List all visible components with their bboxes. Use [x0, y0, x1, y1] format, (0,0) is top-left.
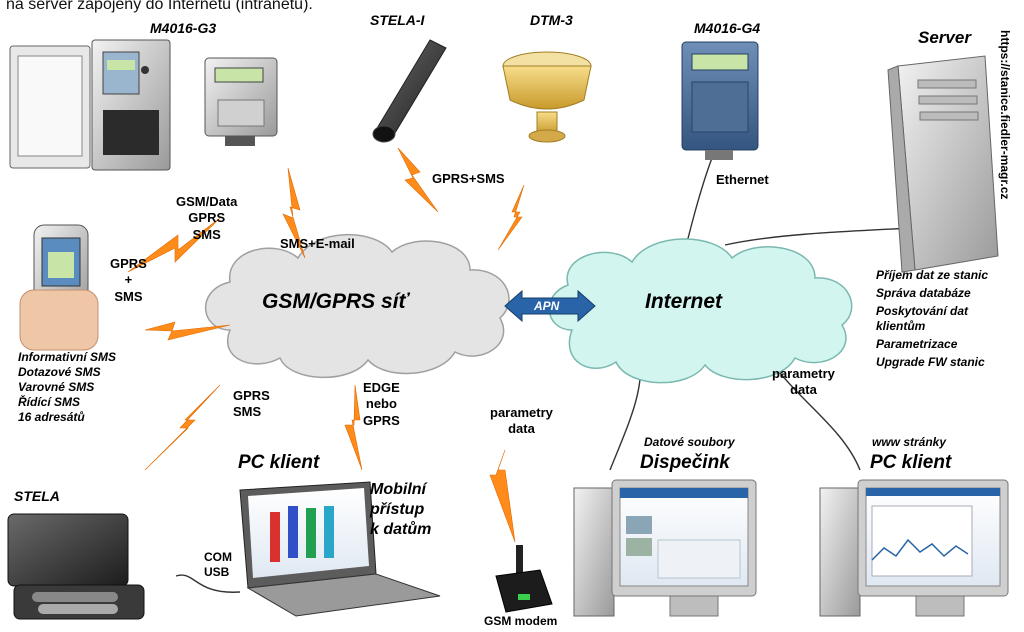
label-parametry-data-1: parametry data — [490, 405, 553, 437]
label-stela-i: STELA-I — [370, 12, 425, 28]
label-gsm-network: GSM/GPRS síť — [262, 290, 409, 313]
m4016-g3-cabinet-image — [9, 39, 171, 171]
label-data-files: Datové soubory — [644, 435, 735, 449]
dispatch-pc-image — [573, 479, 757, 617]
label-gprs-sms-link: GPRS+SMS — [432, 171, 505, 186]
bolt-phone — [144, 321, 231, 341]
label-pc-client-web: PC klient — [870, 452, 952, 473]
server-tower-image — [887, 55, 999, 273]
lightning-bolts — [127, 147, 525, 543]
label-dtm-3: DTM-3 — [530, 12, 573, 28]
m4016-g4-image — [681, 41, 759, 160]
bolt-dtm-3 — [497, 184, 525, 251]
bolt-pc-client — [344, 384, 363, 471]
label-sms-email-link: SMS+E-mail — [280, 236, 355, 251]
bolt-stela-i — [397, 147, 439, 213]
label-edge-link: EDGE nebo GPRS — [363, 380, 400, 428]
label-m4016-g3: M4016-G3 — [150, 20, 217, 36]
label-gprs-sms-left: GPRS SMS — [233, 388, 270, 420]
bolt-g3-unit — [282, 167, 306, 259]
bolt-stela — [144, 384, 221, 471]
label-phone-link: GPRS + SMS — [110, 256, 147, 304]
label-stela: STELA — [14, 488, 60, 504]
label-gsm-modem: GSM modem — [484, 614, 558, 628]
label-internet: Internet — [645, 290, 723, 313]
stela-case-image — [7, 513, 145, 620]
g3-unit-image — [204, 57, 278, 146]
label-server: Server — [918, 28, 971, 47]
laptop-image — [239, 481, 441, 617]
bolt-m4016-g3 — [127, 217, 221, 273]
header-text: na server zapojený do Internetu (intrane… — [6, 0, 313, 13]
label-parametry-data-2: parametry data — [772, 366, 835, 398]
web-client-pc-image — [819, 479, 1009, 617]
bolt-gsm-modem — [489, 449, 516, 543]
internet-cloud — [548, 238, 853, 384]
label-ethernet-link: Ethernet — [716, 172, 769, 187]
label-com-usb: COM USB — [204, 550, 232, 579]
stela-i-probe-image — [372, 39, 447, 143]
gsm-modem-image — [495, 545, 553, 613]
label-pc-client-laptop: PC klient — [238, 452, 320, 473]
flip-phone-image — [19, 224, 99, 351]
dtm-3-image — [502, 51, 592, 143]
gsm-gprs-cloud — [204, 234, 510, 379]
label-m4016-g4: M4016-G4 — [694, 20, 761, 36]
server-url: https://stanice.fiedler-magr.cz — [998, 30, 1012, 200]
label-web-pages: www stránky — [872, 435, 947, 449]
label-dispatch: Dispečink — [640, 452, 730, 473]
apn-arrow — [504, 289, 596, 323]
server-functions-list: Příjem dat ze stanic Správa databáze Pos… — [876, 268, 989, 369]
label-gsm-data-link: GSM/Data GPRS SMS — [176, 194, 238, 242]
label-apn: APN — [534, 299, 560, 313]
label-mobile-access: Mobilní přístup k datům — [370, 481, 432, 538]
sms-types-list: Informativní SMS Dotazové SMS Varovné SM… — [18, 350, 117, 424]
